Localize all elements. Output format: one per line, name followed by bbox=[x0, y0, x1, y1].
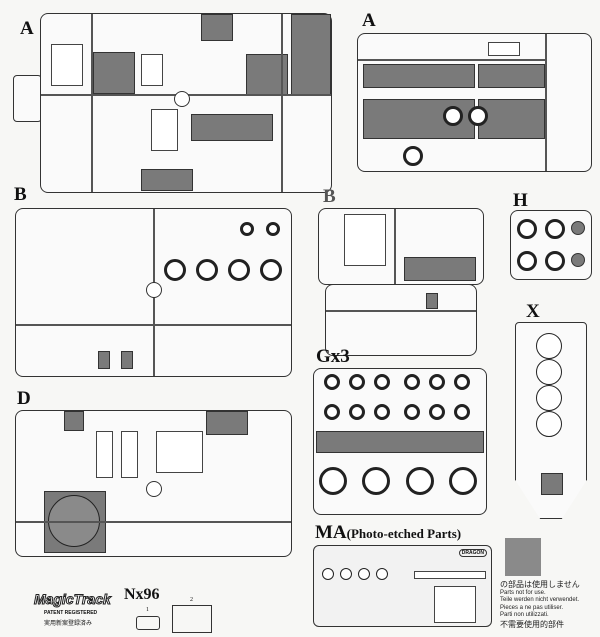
legend-line: Teile werden nicht verwendet. bbox=[500, 597, 580, 603]
sprue-h bbox=[510, 210, 592, 280]
track-link-part-2 bbox=[172, 605, 212, 633]
legend-line: Parts not for use. bbox=[500, 589, 546, 596]
sprue-b-right-lower bbox=[325, 284, 477, 356]
magic-track-logo: MagicTrack bbox=[34, 591, 112, 608]
ma-sublabel: (Photo-etched Parts) bbox=[346, 526, 462, 541]
sprue-n-label: Nx96 bbox=[124, 586, 160, 603]
sprue-x-label: X bbox=[526, 301, 540, 322]
patent-text-jp: 実用新案登録済み bbox=[44, 620, 93, 627]
sprue-b-label: B bbox=[14, 184, 27, 205]
sprue-d bbox=[15, 410, 292, 557]
sprue-a-left bbox=[13, 75, 42, 122]
sprue-a-right bbox=[357, 33, 592, 172]
not-for-use-swatch bbox=[505, 538, 541, 576]
sprue-a-label: A bbox=[20, 18, 34, 39]
legend-line: 不需要使用的部件 bbox=[500, 619, 564, 629]
sprue-x bbox=[515, 322, 587, 519]
sprue-b-left bbox=[15, 208, 292, 377]
sprue-ma: DRAGON bbox=[313, 545, 492, 627]
sprue-g-label: Gx3 bbox=[316, 346, 350, 367]
sprue-g bbox=[313, 368, 487, 515]
sprue-d-label: D bbox=[17, 388, 31, 409]
sprue-a-left bbox=[40, 13, 332, 193]
track-link-part-1-number: 1 bbox=[146, 607, 149, 613]
legend-line: の部品は使用しません bbox=[500, 580, 580, 589]
dragon-logo: DRAGON bbox=[458, 549, 487, 557]
patent-text: PATENT REGISTERED bbox=[44, 610, 98, 616]
legend-line: Pieces a ne pas utiliser. bbox=[500, 604, 564, 611]
track-link-part-1 bbox=[136, 616, 160, 630]
sprue-b-label: B bbox=[323, 186, 336, 207]
legend-line: Parti non utilizzati. bbox=[500, 612, 549, 618]
sprue-ma-label: MA(Photo-etched Parts) bbox=[315, 522, 461, 544]
sprue-b-right bbox=[318, 208, 484, 285]
ma-label: MA bbox=[315, 522, 347, 543]
not-for-use-legend: の部品は使用しません Parts not for use. Teile werd… bbox=[500, 580, 580, 629]
sprue-a-label: A bbox=[362, 10, 376, 31]
track-link-part-2-number: 2 bbox=[190, 597, 193, 603]
sprue-h-label: H bbox=[513, 190, 528, 211]
